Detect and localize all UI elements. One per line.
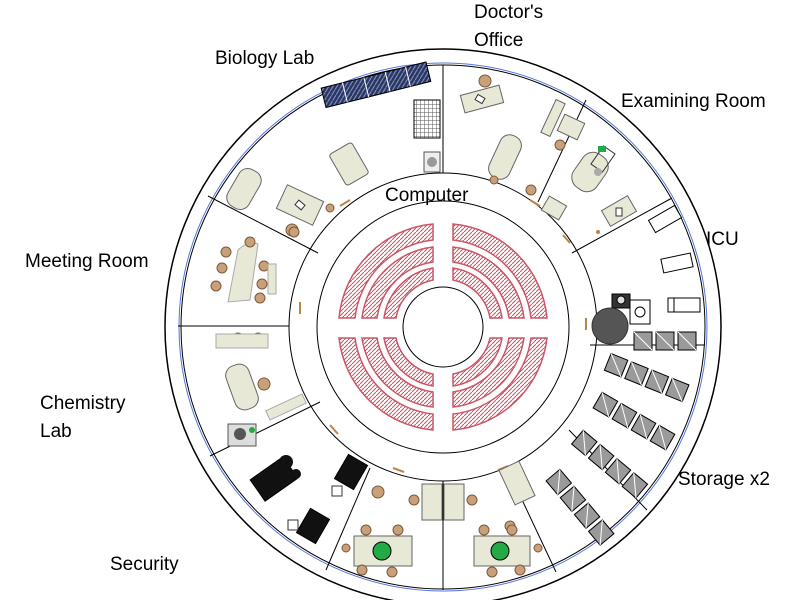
label-doctors-office-line1: Doctor's bbox=[474, 2, 544, 23]
core-center bbox=[402, 286, 484, 368]
storage-crates bbox=[545, 331, 697, 546]
outer-wall bbox=[164, 48, 722, 600]
doctors-office-furniture bbox=[459, 74, 566, 196]
computer-seating bbox=[338, 223, 548, 431]
biology-lab-furniture bbox=[226, 61, 441, 237]
label-biology-lab: Biology Lab bbox=[215, 48, 315, 69]
doors bbox=[299, 199, 587, 473]
computer-core-wall bbox=[316, 200, 570, 454]
label-chemistry-lab-line2: Lab bbox=[40, 421, 72, 442]
label-security: Security bbox=[110, 554, 179, 575]
dining-table-right bbox=[473, 524, 543, 578]
label-computer: Computer bbox=[385, 185, 469, 206]
label-storage: Storage x2 bbox=[678, 469, 770, 490]
label-meeting-room: Meeting Room bbox=[25, 251, 149, 272]
label-chemistry-lab-line1: Chemistry bbox=[40, 393, 126, 414]
label-doctors-office: Doctor's Office bbox=[474, 0, 543, 55]
dining-table-left bbox=[341, 524, 413, 578]
label-doctors-office-line2: Office bbox=[474, 30, 524, 51]
label-examining-room: Examining Room bbox=[621, 91, 766, 112]
label-icu: ICU bbox=[706, 229, 739, 250]
examining-room-furniture bbox=[540, 113, 638, 234]
inner-blue-ring bbox=[178, 62, 708, 592]
label-chemistry-lab: Chemistry Lab bbox=[40, 390, 126, 446]
chemistry-lab-furniture bbox=[215, 333, 307, 447]
icu-beds bbox=[591, 204, 701, 345]
